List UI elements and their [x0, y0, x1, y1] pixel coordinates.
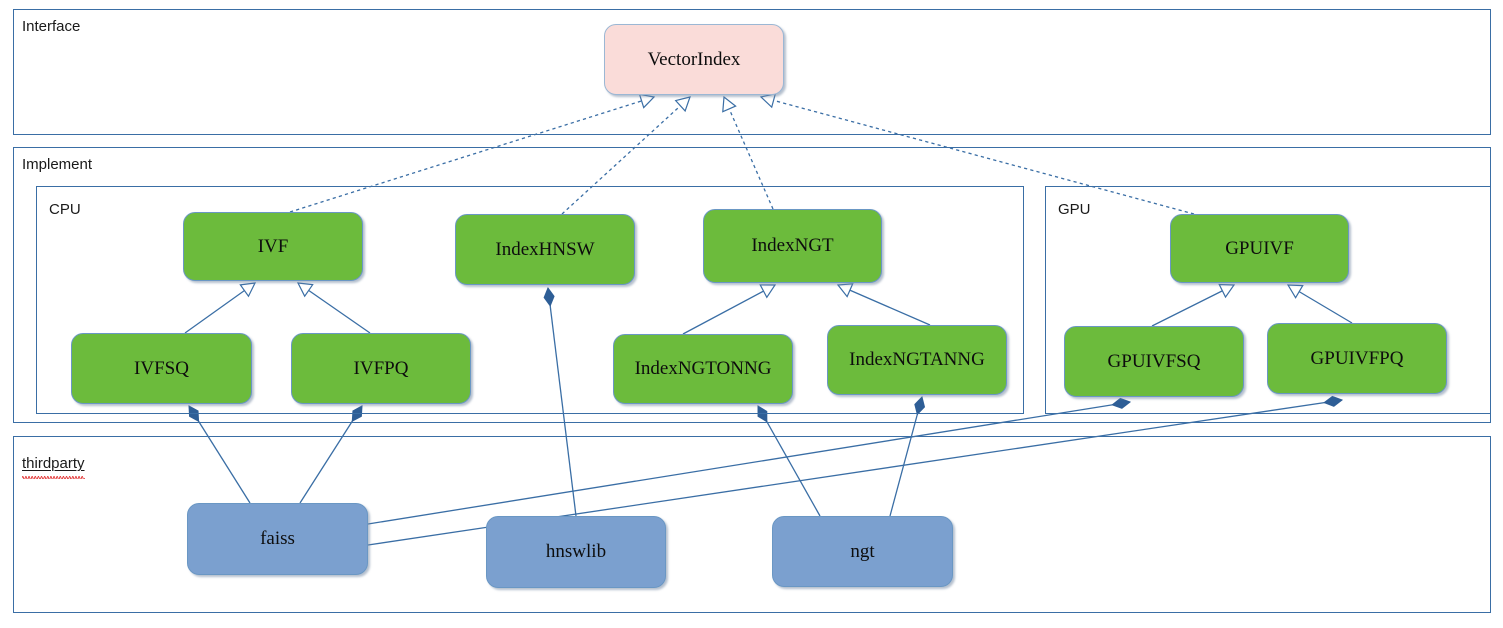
class-node-label: faiss [260, 528, 295, 549]
class-node-label: GPUIVF [1225, 237, 1294, 259]
class-node-vectorindex[interactable]: VectorIndex [604, 24, 784, 95]
class-node-label: VectorIndex [647, 48, 741, 70]
group-label-implement: Implement [22, 156, 93, 173]
class-node-indexhnsw[interactable]: IndexHNSW [455, 214, 635, 285]
class-node-indexngtonng[interactable]: IndexNGTONNG [613, 334, 793, 404]
group-label-cpu: CPU [49, 201, 81, 218]
class-node-ngt[interactable]: ngt [772, 516, 953, 587]
class-node-indexngt[interactable]: IndexNGT [703, 209, 882, 283]
class-node-gpuivfsq[interactable]: GPUIVFSQ [1064, 326, 1244, 397]
group-frame-interface [13, 9, 1491, 135]
class-node-label: IndexNGTANNG [849, 349, 985, 370]
class-node-label: IndexHNSW [495, 238, 595, 260]
group-label-thirdparty: thirdparty [22, 456, 85, 479]
class-node-faiss[interactable]: faiss [187, 503, 368, 575]
group-frame-thirdparty [13, 436, 1491, 613]
class-node-label: IVFPQ [353, 357, 409, 379]
class-node-ivf[interactable]: IVF [183, 212, 363, 281]
class-node-gpuivfpq[interactable]: GPUIVFPQ [1267, 323, 1447, 394]
group-label-interface: Interface [22, 18, 81, 35]
class-node-ivfsq[interactable]: IVFSQ [71, 333, 252, 404]
class-node-label: GPUIVFSQ [1107, 350, 1201, 372]
class-node-label: IVFSQ [134, 357, 189, 379]
class-node-hnswlib[interactable]: hnswlib [486, 516, 666, 588]
class-node-label: IndexNGT [751, 235, 834, 256]
class-node-label: hnswlib [545, 541, 607, 562]
group-frame-cpu [36, 186, 1024, 414]
class-node-gpuivf[interactable]: GPUIVF [1170, 214, 1349, 283]
class-node-indexngtanng[interactable]: IndexNGTANNG [827, 325, 1007, 395]
group-frame-gpu [1045, 186, 1491, 414]
class-node-label: GPUIVFPQ [1310, 347, 1404, 369]
class-node-label: IndexNGTONNG [634, 358, 772, 379]
class-node-label: ngt [850, 540, 875, 562]
class-node-label: IVF [257, 235, 289, 257]
class-node-ivfpq[interactable]: IVFPQ [291, 333, 471, 404]
group-label-gpu: GPU [1058, 201, 1091, 218]
